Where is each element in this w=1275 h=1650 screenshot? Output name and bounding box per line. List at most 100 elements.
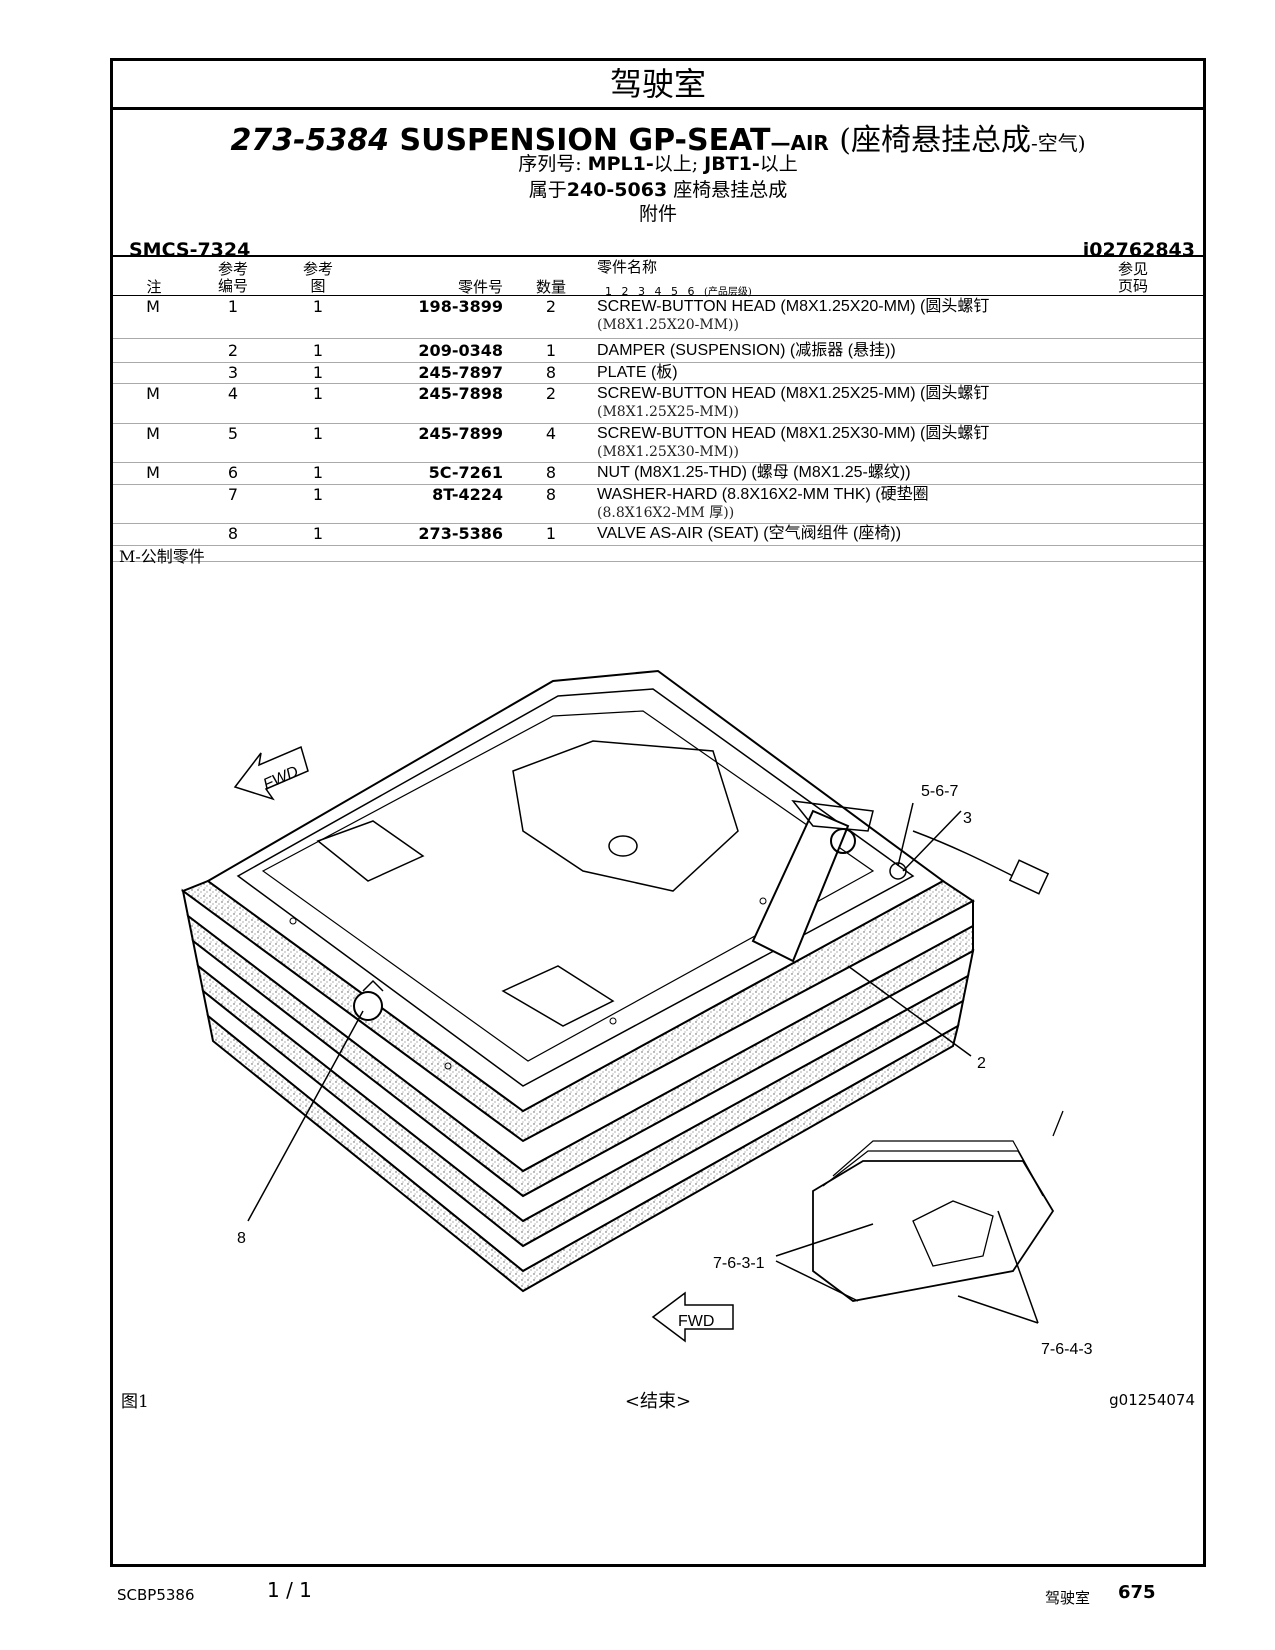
footer-page-number: 675 [1118,1582,1156,1603]
part-number-link[interactable]: 273-5386 [418,524,503,543]
fwd-arrow-inset: FWD [651,1291,734,1343]
part-quantity: 4 [545,424,557,443]
row-divider [113,545,1203,546]
graphic-number: g01254074 [1109,1391,1195,1409]
col-fig-header: 参考图 [298,261,338,295]
part-quantity: 2 [545,297,557,316]
callout-5-6-7: 5-6-7 [921,783,958,800]
fwd-arrow-main: FWD [233,745,309,801]
serial-suffix-2: 以上 [759,153,798,175]
row-divider [113,362,1203,363]
serial-line: 序列号: MPL1-以上; JBT1-以上 [113,149,1203,176]
part-ref-number: 7 [227,485,239,504]
serial-suffix-1: 以上; [653,153,699,175]
part-fig-number: 1 [312,384,324,403]
page-frame: 驾驶室 273-5384 SUSPENSION GP-SEAT—AIR (座椅悬… [110,58,1206,1567]
part-name-line1: PLATE (板) [597,364,678,381]
part-fig-number: 1 [312,424,324,443]
serial-prefix-2: JBT1- [704,153,760,175]
col-see-header: 参见页码 [1113,261,1153,295]
leader-lines [247,802,1039,1324]
part-ref-number: 4 [227,384,239,403]
col-ref-header-top: 参考 [217,260,248,278]
part-name: VALVE AS-AIR (SEAT) (空气阀组件 (座椅)) [597,524,1067,543]
row-divider [113,338,1203,339]
callout-8: 8 [237,1230,246,1247]
part-note: M [146,424,160,443]
col-see-header-top: 参见 [1117,260,1148,278]
part-number-link[interactable]: 198-3899 [418,297,503,316]
attachment-label: 附件 [638,203,677,225]
part-name-line1: SCREW-BUTTON HEAD (M8X1.25X25-MM) (圆头螺钉 [597,385,990,402]
header-rule-top [113,255,1203,257]
part-name: WASHER-HARD (8.8X16X2-MM THK) (硬垫圈(8.8X1… [597,485,1067,523]
part-name: SCREW-BUTTON HEAD (M8X1.25X20-MM) (圆头螺钉(… [597,297,1067,335]
part-name: SCREW-BUTTON HEAD (M8X1.25X30-MM) (圆头螺钉(… [597,424,1067,462]
footer-page-count: 1 / 1 [267,1578,312,1602]
col-note-header: 注 [146,278,162,296]
part-ref-number: 6 [227,463,239,482]
col-fig-header-top: 参考 [302,260,333,278]
part-note: M [146,463,160,482]
callout-2: 2 [977,1055,986,1072]
belongs-part-link[interactable]: 240-5063 [566,179,668,201]
part-number-link[interactable]: 245-7899 [418,424,503,443]
belongs-suffix: 座椅悬挂总成 [667,179,788,201]
fwd-inset-label: FWD [678,1313,714,1330]
assembly-name-suffix: —AIR [770,131,829,155]
col-see-header-bottom: 页码 [1117,277,1148,295]
part-name: PLATE (板) [597,363,1067,382]
row-divider [113,523,1203,524]
part-quantity: 8 [545,485,557,504]
part-number-link[interactable]: 209-0348 [418,341,503,360]
footnote-metric: M-公制零件 [119,547,205,566]
part-fig-number: 1 [312,524,324,543]
callout-7-6-4-3: 7-6-4-3 [1041,1341,1093,1358]
assembly-title: 273-5384 SUSPENSION GP-SEAT—AIR (座椅悬挂总成-… [113,115,1203,159]
smcs-code: SMCS-7324 [129,239,251,261]
callout-3: 3 [963,810,972,827]
col-levels-header: 1 2 3 4 5 6 (产品层级) [605,283,752,298]
part-note: M [146,384,160,403]
part-quantity: 1 [545,524,557,543]
row-divider [113,383,1203,384]
part-name-line1: SCREW-BUTTON HEAD (M8X1.25X30-MM) (圆头螺钉 [597,425,990,442]
col-partno-header: 零件号 [457,278,503,296]
part-name-line1: NUT (M8X1.25-THD) (螺母 (M8X1.25-螺纹)) [597,464,911,481]
seat-suspension-drawing [180,669,1050,1293]
serial-label: 序列号: [518,153,582,175]
part-quantity: 2 [545,384,557,403]
end-label: <结束> [624,1391,692,1412]
part-ref-number: 2 [227,341,239,360]
section-title: 驾驶室 [113,61,1203,110]
part-number-link[interactable]: 8T-4224 [432,485,503,504]
col-fig-header-bottom: 图 [310,277,326,295]
assembly-name-cn-suffix: -空气) [1030,131,1086,155]
col-ref-header: 参考编号 [213,261,253,295]
part-number-link[interactable]: 5C-7261 [428,463,503,482]
part-number-link[interactable]: 245-7898 [418,384,503,403]
part-fig-number: 1 [312,485,324,504]
exploded-view-figure: FWD FWD 5-6-7 3 2 8 7- [180,669,1093,1358]
part-quantity: 8 [545,363,557,382]
part-fig-number: 1 [312,297,324,316]
part-ref-number: 5 [227,424,239,443]
part-ref-number: 1 [227,297,239,316]
part-fig-number: 1 [312,463,324,482]
part-name: DAMPER (SUSPENSION) (减振器 (悬挂)) [597,341,1067,360]
part-name: NUT (M8X1.25-THD) (螺母 (M8X1.25-螺纹)) [597,463,1067,482]
info-number: i02762843 [1082,239,1195,261]
belongs-line: 属于240-5063 座椅悬挂总成 [113,175,1203,202]
inset-view-drawing [812,1110,1064,1302]
part-number-link[interactable]: 245-7897 [418,363,503,382]
part-quantity: 8 [545,463,557,482]
col-qty-header: 数量 [535,278,566,296]
part-name-line1: DAMPER (SUSPENSION) (减振器 (悬挂)) [597,342,896,359]
levels-numbers: 1 2 3 4 5 6 [605,285,695,298]
part-name-line1: VALVE AS-AIR (SEAT) (空气阀组件 (座椅)) [597,525,902,542]
footnote-rule [113,561,1203,562]
part-name: SCREW-BUTTON HEAD (M8X1.25X25-MM) (圆头螺钉(… [597,384,1067,422]
col-name-header: 零件名称 [597,258,658,276]
footer-section: 驾驶室 [1045,1589,1091,1607]
row-divider [113,484,1203,485]
